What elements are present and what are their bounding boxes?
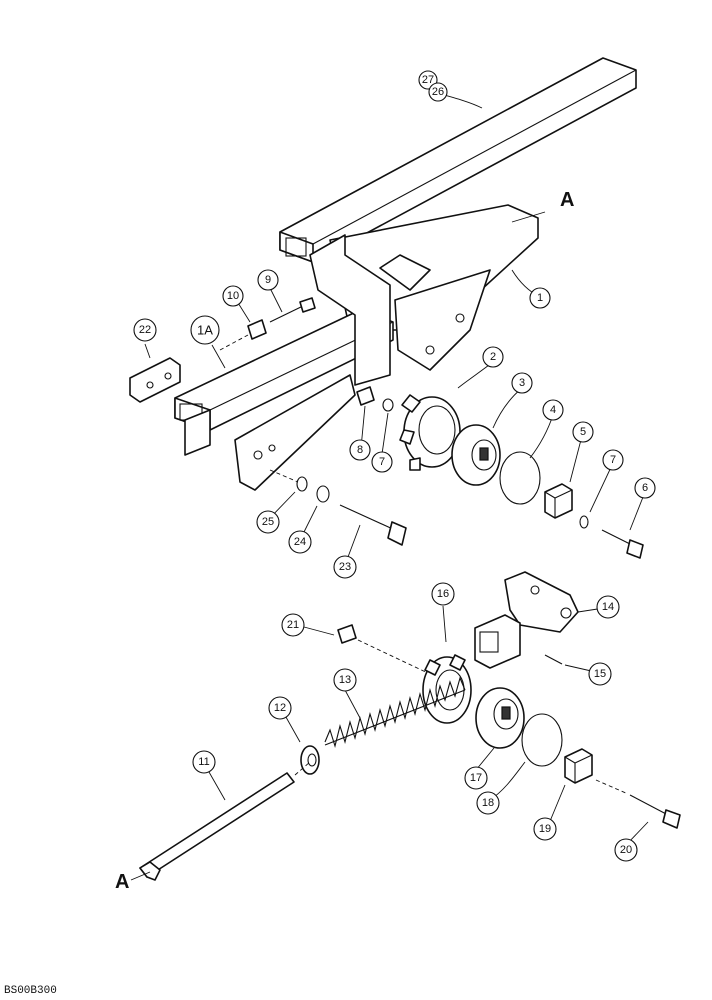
callout-2: 2 xyxy=(482,346,504,368)
callout-19: 19 xyxy=(533,817,557,841)
reference-letter-bottom: A xyxy=(115,871,129,893)
svg-text:15: 15 xyxy=(594,668,606,680)
callout-12: 12 xyxy=(268,696,292,720)
callout-21: 21 xyxy=(281,613,305,637)
lower-frame-fasteners xyxy=(269,469,407,546)
lower-bearing xyxy=(475,687,525,749)
callout-23: 23 xyxy=(333,555,357,579)
lower-bolt xyxy=(595,779,681,829)
svg-text:18: 18 xyxy=(482,797,494,809)
drawing-code: BS00B300 xyxy=(4,985,57,997)
reference-letter-top: A xyxy=(560,189,574,211)
svg-text:6: 6 xyxy=(642,482,648,494)
callout-22: 22 xyxy=(133,318,157,342)
lower-snap-ring xyxy=(521,713,563,767)
upper-square-block xyxy=(544,483,573,519)
svg-text:11: 11 xyxy=(198,756,209,768)
square-sleeve xyxy=(474,614,563,669)
nut-and-washer xyxy=(356,386,394,412)
svg-text:22: 22 xyxy=(139,324,151,336)
svg-text:5: 5 xyxy=(580,426,586,438)
svg-text:7: 7 xyxy=(610,454,616,466)
svg-text:12: 12 xyxy=(274,702,286,714)
mounting-bracket xyxy=(234,234,391,491)
svg-text:8: 8 xyxy=(357,444,363,456)
svg-text:4: 4 xyxy=(550,404,556,416)
long-square-tube xyxy=(279,57,637,263)
callout-7-center: 7 xyxy=(371,451,393,473)
callout-18: 18 xyxy=(476,791,500,815)
callout-24: 24 xyxy=(288,530,312,554)
svg-text:3: 3 xyxy=(519,377,525,389)
svg-text:26: 26 xyxy=(432,86,444,98)
callout-9: 9 xyxy=(257,269,279,291)
svg-text:10: 10 xyxy=(227,290,239,302)
lower-nut xyxy=(337,624,433,676)
upper-sprocket xyxy=(399,394,461,471)
lower-square-block xyxy=(564,748,593,784)
svg-text:14: 14 xyxy=(602,601,614,613)
callout-13: 13 xyxy=(333,668,357,692)
callout-3: 3 xyxy=(511,372,533,394)
svg-text:17: 17 xyxy=(470,772,482,784)
callout-1a: 1A xyxy=(190,315,220,345)
svg-text:1: 1 xyxy=(537,292,543,304)
compression-spring xyxy=(324,676,466,749)
svg-text:27: 27 xyxy=(422,74,434,86)
svg-text:9: 9 xyxy=(265,274,271,286)
plate xyxy=(129,357,181,403)
left-square-tube xyxy=(174,309,394,456)
callout-11: 11 xyxy=(192,750,216,774)
callout-14: 14 xyxy=(596,595,620,619)
svg-text:7: 7 xyxy=(379,456,385,468)
callout-1: 1 xyxy=(529,287,551,309)
svg-text:20: 20 xyxy=(620,844,632,856)
clevis-bracket xyxy=(504,571,579,633)
callout-16: 16 xyxy=(431,582,455,606)
bolt-and-nut-upper xyxy=(219,297,316,351)
adjuster-rod xyxy=(139,761,311,881)
svg-text:1A: 1A xyxy=(197,323,213,338)
svg-text:24: 24 xyxy=(294,536,306,548)
svg-text:21: 21 xyxy=(287,619,299,631)
upper-snap-ring xyxy=(499,451,541,505)
callout-4: 4 xyxy=(542,399,564,421)
callout-26: 26 xyxy=(428,82,448,102)
callout-8: 8 xyxy=(349,439,371,461)
callout-25: 25 xyxy=(256,510,280,534)
callout-10: 10 xyxy=(222,285,244,307)
callout-15: 15 xyxy=(588,662,612,686)
callout-17: 17 xyxy=(464,766,488,790)
svg-text:19: 19 xyxy=(539,823,551,835)
svg-text:25: 25 xyxy=(262,516,274,528)
svg-text:16: 16 xyxy=(437,588,449,600)
callout-7-upper-right: 7 xyxy=(602,449,624,471)
svg-text:23: 23 xyxy=(339,561,351,573)
upper-bearing xyxy=(451,424,501,486)
callout-20: 20 xyxy=(614,838,638,862)
callout-5: 5 xyxy=(572,421,594,443)
spring-washer xyxy=(300,745,320,775)
svg-text:2: 2 xyxy=(490,351,496,363)
upper-bolt-and-washer xyxy=(579,515,644,559)
svg-text:13: 13 xyxy=(339,674,351,686)
callout-6: 6 xyxy=(634,477,656,499)
